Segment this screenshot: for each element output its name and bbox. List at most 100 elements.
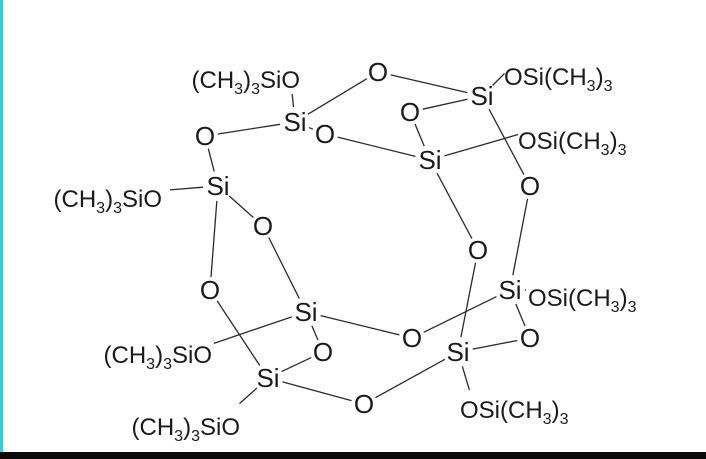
- group-subscript: 3: [628, 299, 637, 316]
- group-mid-right-label: OSi(CH3)3: [518, 128, 627, 159]
- silicon-atom-2: Si: [470, 81, 493, 111]
- group-prefix: (CH: [192, 67, 235, 94]
- group-paren: ): [183, 414, 191, 441]
- group-tail: SiO: [172, 342, 212, 369]
- group-paren: ): [243, 67, 251, 94]
- bond-o9-si7: [472, 339, 518, 350]
- silicon-atom-3: Si: [418, 145, 441, 175]
- group-subscript: 3: [611, 299, 620, 316]
- bond-si3-o7: [436, 172, 473, 239]
- bond-si7-o12: [375, 358, 446, 399]
- group-paren: ): [596, 64, 604, 91]
- group-subscript: 3: [191, 428, 200, 445]
- group-head: OSi(CH: [528, 285, 611, 312]
- oxygen-atom-10: O: [313, 337, 333, 367]
- group-paren: ): [552, 397, 560, 424]
- bond-si6-o11: [320, 314, 400, 336]
- group-tail: SiO: [122, 186, 162, 213]
- group-tail: SiO: [200, 414, 240, 441]
- bond-o2-si3: [414, 123, 425, 147]
- bottom-edge-bar: [0, 452, 706, 459]
- bond-si1-o4: [308, 126, 314, 130]
- group-mid-left-label: (CH3)3SiO: [54, 186, 162, 217]
- group-paren: ): [620, 285, 628, 312]
- left-edge-strip: [0, 0, 3, 459]
- silicon-atom-4: Si: [206, 171, 229, 201]
- group-subscript: 3: [146, 356, 155, 373]
- group-subscript: 3: [601, 142, 610, 159]
- group-bottom-left-2-label: (CH3)3SiO: [132, 414, 240, 445]
- group-paren: ): [610, 128, 618, 155]
- group-subscript: 3: [96, 200, 105, 217]
- group-prefix: (CH: [104, 342, 147, 369]
- bond-o8-si8: [216, 300, 261, 366]
- bond-si2-o5: [488, 108, 525, 175]
- oxygen-atom-5: O: [520, 171, 540, 201]
- group-head: OSi(CH: [504, 64, 587, 91]
- group-top-right-label: OSi(CH3)3: [504, 64, 613, 95]
- silicon-atom-1: Si: [283, 107, 306, 137]
- bond-group-mid-left: [169, 186, 204, 191]
- bond-o4-si3: [337, 136, 416, 158]
- bond-si2-o2: [422, 98, 468, 110]
- group-paren: ): [105, 186, 113, 213]
- group-subscript: 3: [604, 78, 613, 95]
- group-paren: ): [155, 342, 163, 369]
- silicon-atom-8: Si: [256, 363, 279, 393]
- group-head: OSi(CH: [460, 397, 543, 424]
- bond-o1-si2: [390, 74, 468, 94]
- bond-o10-si8: [281, 356, 312, 373]
- bond-group-bottom-right: [461, 366, 471, 391]
- substituent-group-labels: (CH3)3SiO(CH3)3SiO(CH3)3SiO(CH3)3SiOOSi(…: [54, 64, 637, 445]
- bond-o7-si7: [460, 262, 477, 338]
- silicon-atom-7: Si: [446, 337, 469, 367]
- group-subscript: 3: [163, 356, 172, 373]
- bond-group-bottom-left-2: [239, 387, 258, 405]
- group-prefix: (CH: [54, 186, 97, 213]
- oxygen-atom-11: O: [402, 323, 422, 353]
- bond-si4-o6: [228, 195, 254, 218]
- bond-o12-si8: [282, 381, 352, 402]
- group-lower-right-label: OSi(CH3)3: [528, 285, 637, 316]
- bond-group-mid-right: [444, 133, 519, 157]
- oxygen-atom-3: O: [195, 121, 215, 151]
- bond-group-top-right: [492, 72, 506, 86]
- bond-group-top-left: [291, 93, 295, 108]
- group-subscript: 3: [560, 411, 569, 428]
- bond-si6-o10: [311, 325, 319, 341]
- silicon-atom-6: Si: [294, 297, 317, 327]
- oxygen-atom-7: O: [468, 235, 488, 265]
- oxygen-atom-2: O: [400, 97, 420, 127]
- group-bottom-right-label: OSi(CH3)3: [460, 397, 569, 428]
- group-subscript: 3: [113, 200, 122, 217]
- group-tail: SiO: [260, 67, 300, 94]
- oxygen-atom-12: O: [354, 389, 374, 419]
- bond-si5-o9: [515, 303, 526, 327]
- bond-lines: [169, 72, 529, 405]
- group-subscript: 3: [587, 78, 596, 95]
- bond-o3-si4: [207, 148, 215, 172]
- bond-group-bottom-left-1: [213, 316, 293, 344]
- group-bottom-left-1-label: (CH3)3SiO: [104, 342, 212, 373]
- oxygen-atom-8: O: [200, 275, 220, 305]
- group-subscript: 3: [543, 411, 552, 428]
- bond-o11-si5: [423, 296, 497, 333]
- group-subscript: 3: [174, 428, 183, 445]
- oxygen-atom-1: O: [368, 57, 388, 87]
- group-top-left-label: (CH3)3SiO: [192, 67, 300, 98]
- group-prefix: (CH: [132, 414, 175, 441]
- oxygen-atom-4: O: [315, 119, 335, 149]
- bond-si1-o3: [217, 123, 281, 135]
- silicon-atom-5: Si: [498, 275, 521, 305]
- bond-o6-si6: [268, 237, 300, 299]
- group-subscript: 3: [618, 142, 627, 159]
- group-subscript: 3: [234, 81, 243, 98]
- bond-si4-o8: [210, 200, 218, 278]
- bond-o5-si5: [512, 198, 529, 276]
- oxygen-atom-6: O: [253, 211, 273, 241]
- group-subscript: 3: [251, 81, 260, 98]
- oxygen-atom-9: O: [520, 323, 540, 353]
